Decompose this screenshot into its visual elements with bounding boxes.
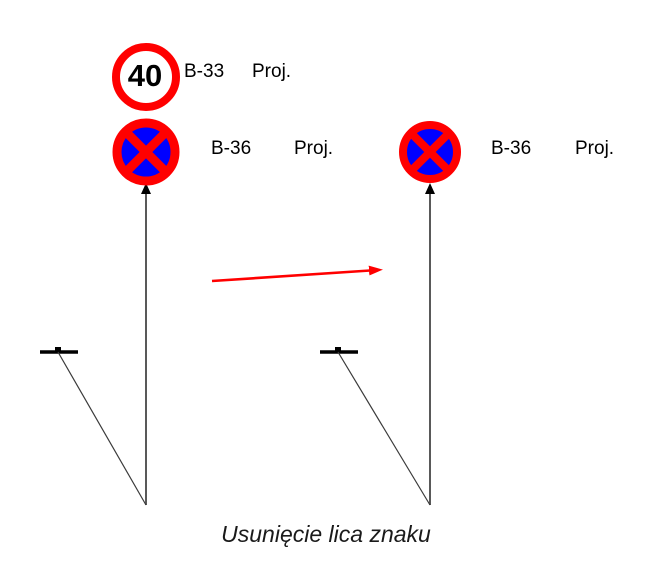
sign-b33-ring — [112, 43, 180, 111]
sign-b36-right-code-label: B-36 — [491, 138, 532, 159]
sign-b36-right-state-label: Proj. — [575, 138, 615, 159]
sign-b33-code-label: B-33 — [184, 61, 225, 82]
sign-b36-left-code-label: B-36 — [211, 138, 252, 159]
sign-b36-left-state-label: Proj. — [294, 138, 334, 159]
sign-b36-right — [399, 121, 461, 183]
sign-b36-left — [112, 118, 180, 186]
post-left-tick-node — [55, 347, 61, 352]
post-right — [320, 183, 435, 506]
sign-b33-speed-value: 40 — [127, 58, 163, 93]
post-left-leader — [57, 351, 147, 506]
post-right-tick-node — [335, 347, 341, 352]
diagram-caption: Usunięcie lica znaku — [221, 521, 431, 547]
sign-b36-left-slash-b — [122, 128, 170, 176]
sign-b36-right-slash-b — [409, 131, 451, 173]
sign-b33 — [112, 43, 180, 111]
sign-b36-left-ring — [112, 118, 180, 186]
post-left — [40, 183, 151, 506]
sign-b33-state-label: Proj. — [252, 61, 292, 82]
relocation-arrow — [211, 265, 383, 283]
sign-b36-right-ring — [399, 121, 461, 183]
sign-b33-field — [115, 46, 177, 108]
post-right-leader — [337, 351, 431, 506]
